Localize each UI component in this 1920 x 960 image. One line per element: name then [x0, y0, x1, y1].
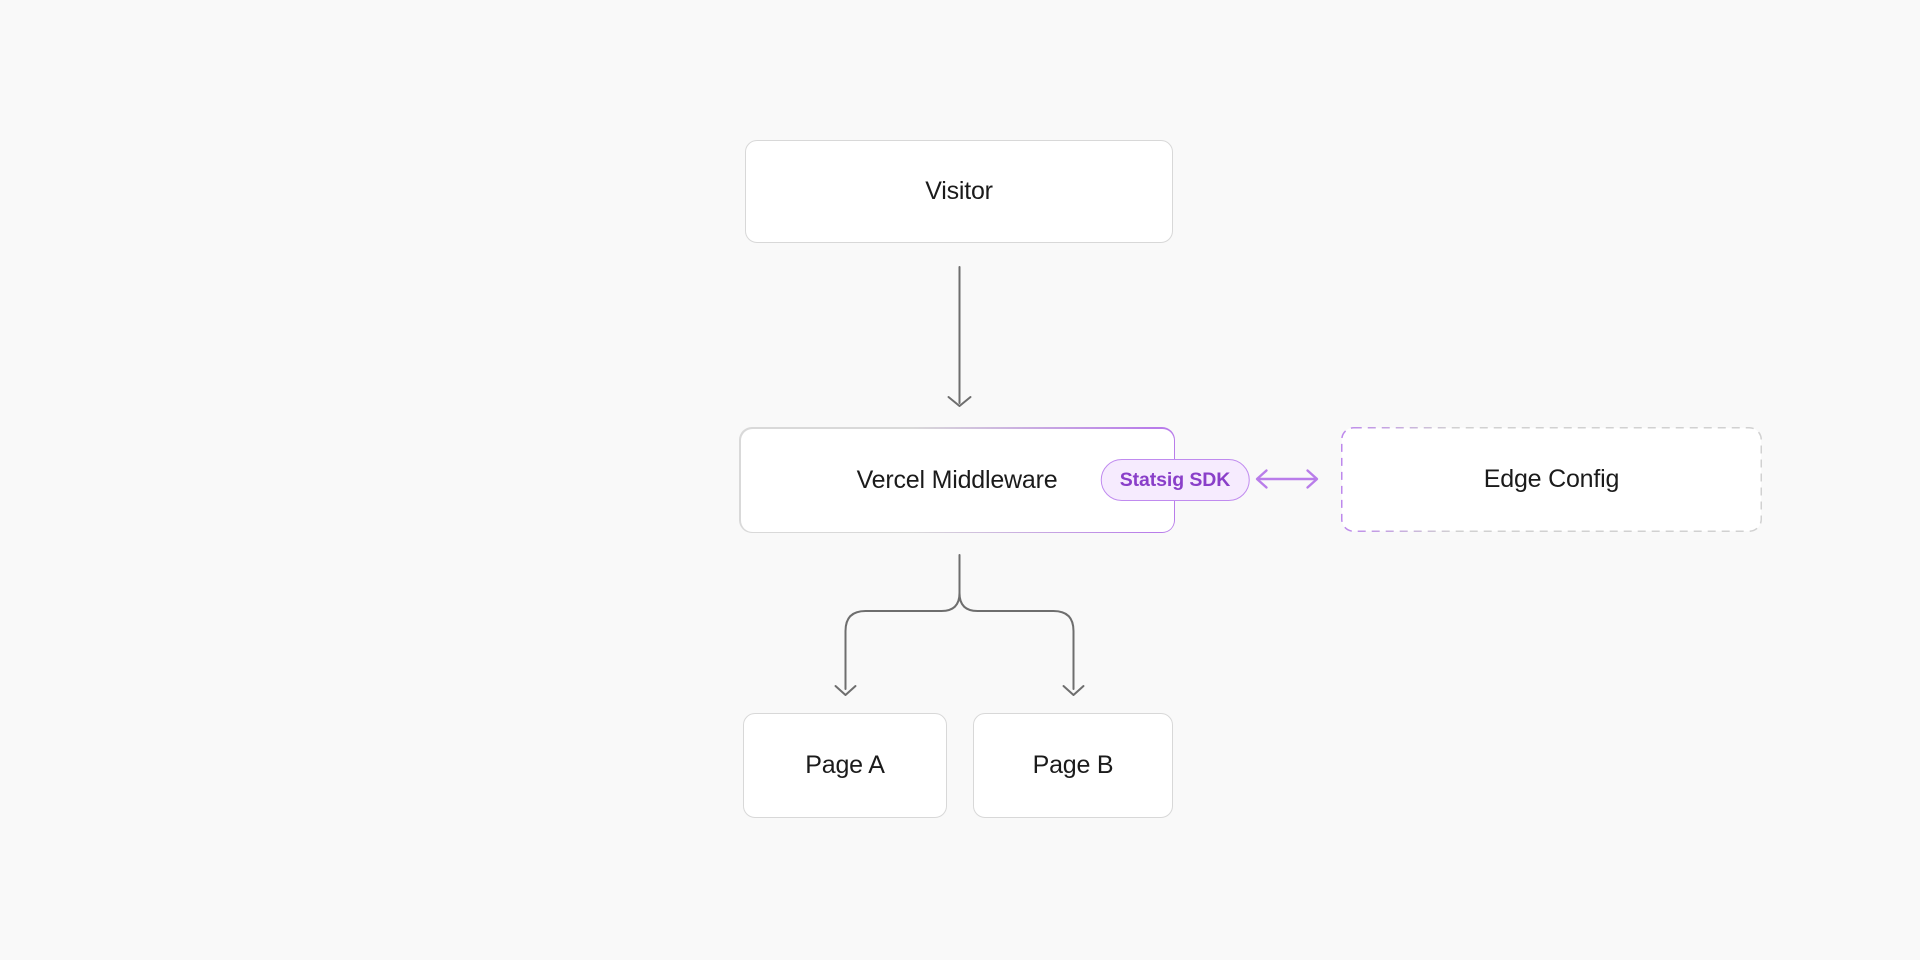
edge-sdk-to-edge-config: [1255, 469, 1319, 489]
edge-middleware-to-page-a: [834, 554, 961, 696]
edge-middleware-to-page-b: [958, 592, 1085, 696]
node-vercel-middleware: Vercel Middleware: [739, 427, 1175, 533]
statsig-sdk-badge: Statsig SDK: [1100, 459, 1250, 501]
node-visitor-label: Visitor: [925, 177, 993, 205]
node-edge-config: Edge Config: [1341, 427, 1762, 532]
node-page-a: Page A: [743, 713, 947, 818]
node-page-b: Page B: [973, 713, 1173, 818]
node-page-a-label: Page A: [805, 751, 885, 779]
node-page-b-label: Page B: [1032, 751, 1114, 779]
node-visitor: Visitor: [745, 140, 1173, 243]
node-vercel-middleware-label: Vercel Middleware: [856, 465, 1058, 494]
statsig-sdk-badge-label: Statsig SDK: [1119, 468, 1231, 491]
edge-visitor-to-middleware: [947, 266, 972, 407]
node-edge-config-label: Edge Config: [1483, 465, 1620, 493]
